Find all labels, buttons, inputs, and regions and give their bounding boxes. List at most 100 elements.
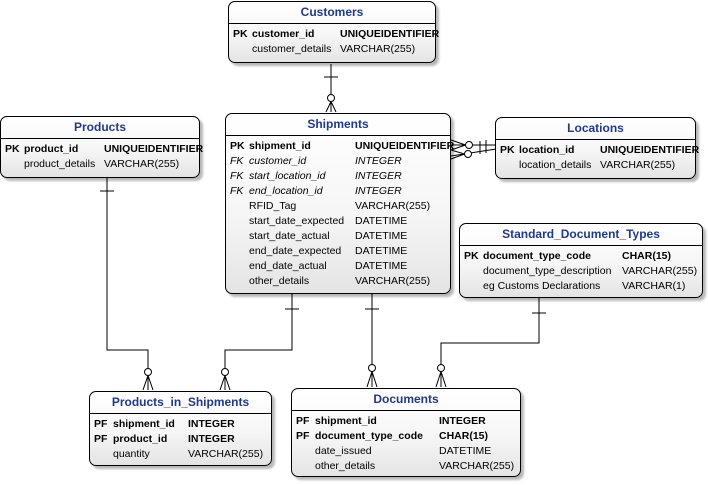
attribute-type: INTEGER bbox=[188, 418, 235, 430]
key-marker: FK bbox=[230, 155, 244, 167]
entity-title: Products_in_Shipments bbox=[90, 392, 271, 414]
attribute-name: shipment_id bbox=[315, 415, 377, 427]
attribute-type: UNIQUEIDENTIFIER bbox=[355, 140, 455, 152]
attribute-type: DATETIME bbox=[355, 230, 408, 242]
relation-shipments-products-in-shipments bbox=[219, 294, 299, 391]
attribute-type: INTEGER bbox=[355, 185, 402, 197]
attribute-type: VARCHAR(255) bbox=[188, 448, 264, 460]
attribute-row[interactable]: PF document_type_code CHAR(15) bbox=[292, 429, 520, 444]
attribute-row[interactable]: FK end_location_id INTEGER bbox=[226, 184, 450, 199]
attribute-type: UNIQUEIDENTIFIER bbox=[600, 144, 700, 156]
attribute-name: start_date_expected bbox=[249, 215, 345, 227]
attribute-name: end_date_expected bbox=[249, 245, 342, 257]
attribute-row[interactable]: PK document_type_code CHAR(15) bbox=[460, 249, 702, 264]
attribute-name: document_type_code bbox=[483, 250, 591, 262]
relation-shipments-documents bbox=[365, 294, 379, 388]
attribute-name: shipment_id bbox=[113, 418, 175, 430]
entity-standard-document-types[interactable]: Standard_Document_Types PK document_type… bbox=[459, 223, 703, 298]
attribute-row[interactable]: PF product_id INTEGER bbox=[90, 432, 271, 447]
attribute-type: DATETIME bbox=[355, 260, 408, 272]
attribute-row[interactable]: RFID_Tag VARCHAR(255) bbox=[226, 199, 450, 214]
attribute-row[interactable]: start_date_actual DATETIME bbox=[226, 229, 450, 244]
entity-products[interactable]: Products PK product_id UNIQUEIDENTIFIER … bbox=[0, 116, 203, 178]
attribute-name: customer_details bbox=[252, 43, 332, 55]
key-marker: PK bbox=[233, 28, 248, 40]
attribute-name: end_date_actual bbox=[249, 260, 327, 272]
attribute-name: product_details bbox=[24, 158, 96, 170]
attribute-name: product_id bbox=[24, 143, 79, 155]
attribute-row[interactable]: FK customer_id INTEGER bbox=[226, 154, 450, 169]
attribute-type: VARCHAR(255) bbox=[104, 158, 180, 170]
attribute-name: end_location_id bbox=[249, 185, 323, 197]
entity-title: Locations bbox=[496, 118, 695, 140]
attribute-name: document_type_code bbox=[315, 430, 423, 442]
attribute-type: CHAR(15) bbox=[622, 250, 672, 262]
key-marker: PF bbox=[296, 415, 310, 427]
attribute-type: INTEGER bbox=[355, 170, 402, 182]
attribute-row[interactable]: PK location_id UNIQUEIDENTIFIER bbox=[496, 143, 699, 158]
key-marker: PK bbox=[230, 140, 245, 152]
attribute-type: VARCHAR(1) bbox=[622, 280, 686, 292]
attribute-row[interactable]: other_details VARCHAR(255) bbox=[292, 459, 520, 474]
attribute-row[interactable]: eg Customs Declarations VARCHAR(1) bbox=[460, 279, 702, 294]
relation-document-types-documents bbox=[435, 298, 546, 388]
attribute-name: product_id bbox=[113, 433, 168, 445]
attribute-type: INTEGER bbox=[439, 415, 486, 427]
entity-title: Documents bbox=[292, 389, 520, 411]
attribute-row[interactable]: start_date_expected DATETIME bbox=[226, 214, 450, 229]
attribute-row[interactable]: PK shipment_id UNIQUEIDENTIFIER bbox=[226, 139, 454, 154]
entity-products-in-shipments[interactable]: Products_in_Shipments PF shipment_id INT… bbox=[89, 391, 272, 466]
key-marker: PK bbox=[500, 144, 515, 156]
attribute-row[interactable]: end_date_actual DATETIME bbox=[226, 259, 450, 274]
entity-title: Customers bbox=[229, 2, 435, 24]
attribute-row[interactable]: end_date_expected DATETIME bbox=[226, 244, 450, 259]
entity-title: Products bbox=[1, 117, 199, 139]
attribute-row[interactable]: other_details VARCHAR(255) bbox=[226, 274, 450, 289]
attribute-name: location_id bbox=[519, 144, 575, 156]
attribute-type: CHAR(15) bbox=[439, 430, 489, 442]
attribute-type: VARCHAR(255) bbox=[355, 275, 431, 287]
attribute-name: eg Customs Declarations bbox=[483, 280, 601, 292]
attribute-type: VARCHAR(255) bbox=[622, 265, 698, 277]
attribute-type: INTEGER bbox=[188, 433, 235, 445]
attribute-row[interactable]: PF shipment_id INTEGER bbox=[90, 417, 271, 432]
attribute-name: other_details bbox=[249, 275, 310, 287]
entity-shipments[interactable]: Shipments PK shipment_id UNIQUEIDENTIFIE… bbox=[225, 113, 454, 294]
attribute-name: document_type_description bbox=[483, 265, 612, 277]
attribute-row[interactable]: quantity VARCHAR(255) bbox=[90, 447, 271, 462]
key-marker: FK bbox=[230, 170, 244, 182]
attribute-name: customer_id bbox=[252, 28, 315, 40]
key-marker: PF bbox=[94, 433, 108, 445]
entity-documents[interactable]: Documents PF shipment_id INTEGER PF docu… bbox=[291, 388, 521, 477]
key-marker: PF bbox=[296, 430, 310, 442]
attribute-name: RFID_Tag bbox=[249, 200, 297, 212]
key-marker: PK bbox=[5, 143, 20, 155]
attribute-name: shipment_id bbox=[249, 140, 311, 152]
attribute-row[interactable]: PK customer_id UNIQUEIDENTIFIER bbox=[229, 27, 439, 42]
attribute-type: DATETIME bbox=[355, 245, 408, 257]
attribute-type: UNIQUEIDENTIFIER bbox=[104, 143, 204, 155]
attribute-name: start_location_id bbox=[249, 170, 326, 182]
attribute-name: location_details bbox=[519, 159, 592, 171]
attribute-row[interactable]: PF shipment_id INTEGER bbox=[292, 414, 520, 429]
attribute-type: VARCHAR(255) bbox=[355, 200, 431, 212]
attribute-type: INTEGER bbox=[355, 155, 402, 167]
entity-customers[interactable]: Customers PK customer_id UNIQUEIDENTIFIE… bbox=[228, 1, 439, 63]
attribute-type: DATETIME bbox=[439, 445, 492, 457]
attribute-row[interactable]: document_type_description VARCHAR(255) bbox=[460, 264, 702, 279]
entity-locations[interactable]: Locations PK location_id UNIQUEIDENTIFIE… bbox=[495, 117, 699, 179]
entity-title: Shipments bbox=[226, 114, 450, 136]
attribute-row[interactable]: location_details VARCHAR(255) bbox=[496, 158, 695, 173]
entity-title: Standard_Document_Types bbox=[460, 224, 702, 246]
attribute-row[interactable]: product_details VARCHAR(255) bbox=[1, 157, 199, 172]
attribute-type: VARCHAR(255) bbox=[340, 43, 416, 55]
attribute-row[interactable]: date_issued DATETIME bbox=[292, 444, 520, 459]
attribute-name: date_issued bbox=[315, 445, 372, 457]
key-marker: FK bbox=[230, 185, 244, 197]
attribute-row[interactable]: PK product_id UNIQUEIDENTIFIER bbox=[1, 142, 203, 157]
attribute-type: UNIQUEIDENTIFIER bbox=[340, 28, 440, 40]
attribute-row[interactable]: customer_details VARCHAR(255) bbox=[229, 42, 435, 57]
attribute-type: VARCHAR(255) bbox=[439, 460, 515, 472]
attribute-row[interactable]: FK start_location_id INTEGER bbox=[226, 169, 450, 184]
